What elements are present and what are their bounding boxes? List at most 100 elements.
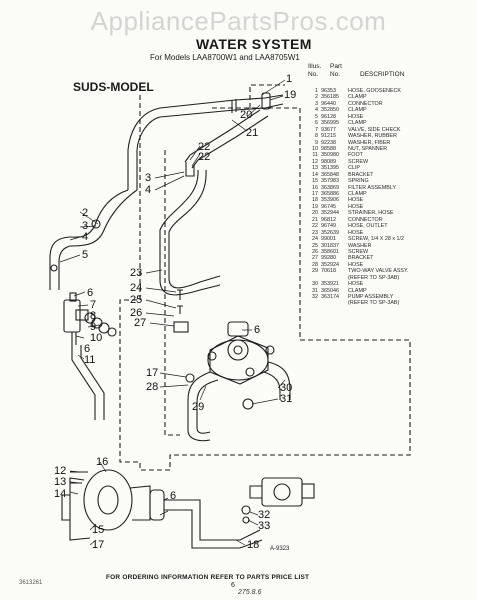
callout-number: 27: [134, 317, 146, 329]
doc-code: 3613261: [19, 580, 43, 586]
callout-number: 13: [54, 476, 66, 488]
part-description: CLAMP: [348, 94, 367, 101]
part-number: 352639: [321, 229, 339, 236]
header-illus: Illus.: [308, 63, 322, 70]
callout-number: 16: [96, 456, 108, 468]
part-number: 96745: [321, 203, 336, 210]
callout-number: 31: [280, 393, 292, 405]
callout-number: 30: [280, 382, 292, 394]
callout-number: 3: [145, 172, 151, 184]
part-number: 350980: [321, 152, 339, 159]
callout-number: 14: [54, 488, 66, 500]
part-description: SCREW, 1/4 X 28 x 1/2: [348, 236, 405, 243]
part-number: 356185: [321, 94, 339, 101]
part-illus-no: 32: [312, 294, 318, 300]
part-description: HOSE, GOOSENECK: [348, 88, 402, 94]
part-number: 356995: [321, 120, 339, 127]
part-number: 357983: [321, 178, 339, 185]
header-no1: No.: [308, 71, 319, 78]
part-number: 99001: [321, 236, 336, 243]
callout-number: 9: [90, 321, 96, 333]
part-description: WASHER, FIBER: [348, 139, 391, 146]
part-illus-no: 27: [312, 255, 318, 262]
callout-number: 19: [284, 89, 296, 101]
part-description: HOSE: [348, 113, 364, 120]
part-illus-no: 2: [315, 94, 318, 101]
callout-number: 4: [82, 231, 88, 243]
part-number: 98089: [321, 158, 336, 165]
part-illus-no: 11: [312, 152, 318, 159]
callout-number: 17: [92, 539, 104, 551]
part-illus-no: 25: [312, 242, 318, 249]
part-illus-no: 3: [315, 100, 318, 107]
part-description: (REFER TO SP-3AB): [348, 274, 400, 281]
page-title: WATER SYSTEM: [196, 36, 312, 52]
part-description: CLIP: [348, 165, 360, 172]
part-illus-no: 5: [315, 113, 318, 120]
part-illus-no: 4: [315, 107, 318, 114]
part-illus-no: 20: [312, 210, 318, 217]
callout-number: 22: [198, 141, 210, 153]
part-illus-no: 29: [312, 268, 318, 275]
part-number: 352924: [321, 261, 339, 268]
part-description: HOSE: [348, 229, 364, 236]
callout-number: 12: [54, 465, 66, 477]
callout-number: 6: [170, 490, 176, 502]
part-illus-no: 9: [315, 139, 318, 146]
part-number: 301837: [321, 242, 339, 249]
part-illus-no: 22: [312, 223, 318, 230]
part-illus-no: 13: [312, 165, 318, 172]
callout-number: 20: [240, 109, 252, 121]
part-description: SPRING: [348, 178, 369, 185]
part-number: 96128: [321, 113, 336, 120]
part-description: BRACKET: [348, 255, 374, 262]
part-illus-no: 24: [312, 236, 318, 243]
callout-number: 28: [146, 381, 158, 393]
callout-number: 5: [82, 249, 88, 261]
part-illus-no: 8: [315, 133, 318, 140]
part-number: 365848: [321, 171, 339, 178]
part-illus-no: 18: [312, 197, 318, 204]
callout-number: 32: [258, 509, 270, 521]
callout-number: 4: [145, 184, 151, 196]
part-illus-no: 23: [312, 229, 318, 236]
part-description: TWO-WAY VALVE ASSY.: [348, 268, 409, 275]
part-description: SCREW: [348, 248, 369, 255]
callout-number: 8: [90, 310, 96, 322]
callout-number: 26: [130, 307, 142, 319]
callout-number: 25: [130, 294, 142, 306]
part-number: 99280: [321, 255, 336, 262]
part-illus-no: 15: [312, 178, 318, 185]
part-description: PUMP ASSEMBLY: [348, 294, 394, 300]
part-description: FILTER ASSEMBLY: [348, 184, 397, 191]
callout-number: 22: [198, 151, 210, 163]
callout-number: 10: [90, 332, 102, 344]
callout-number: 21: [246, 127, 258, 139]
part-description: CLAMP: [348, 120, 367, 127]
part-number: 96812: [321, 216, 336, 223]
callout-number: 6: [84, 343, 90, 355]
callout-number: 18: [247, 539, 259, 551]
part-number: 352944: [321, 210, 339, 217]
part-description: (REFER TO SP-3AB): [348, 300, 400, 307]
callout-number: 24: [130, 282, 142, 294]
callout-number: 2: [82, 207, 88, 219]
part-number: 363174: [321, 294, 339, 300]
part-illus-no: 16: [312, 184, 318, 191]
callout-number: 23: [130, 267, 142, 279]
part-description: HOSE: [348, 281, 364, 288]
handwritten-note: 275.8.6: [238, 589, 262, 596]
part-description: FOOT: [348, 152, 363, 159]
watermark: AppliancePartsPros.com: [90, 6, 387, 36]
part-description: HOSE: [348, 261, 364, 268]
part-number: 365046: [321, 287, 339, 294]
part-description: WASHER, RUBBER: [348, 133, 397, 140]
part-illus-no: 30: [312, 281, 318, 288]
callout-number: 17: [146, 367, 158, 379]
part-number: 351395: [321, 165, 339, 172]
callout-number: 15: [92, 524, 104, 536]
part-number: 98588: [321, 145, 336, 152]
callout-number: 29: [192, 401, 204, 413]
part-description: STRAINER, HOSE: [348, 210, 394, 217]
